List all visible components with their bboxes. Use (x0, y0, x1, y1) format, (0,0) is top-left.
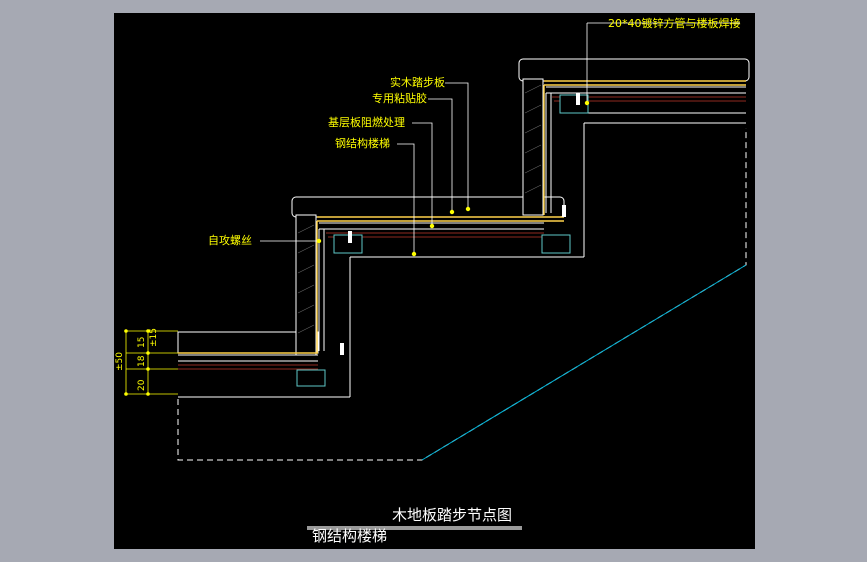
steel-stringer-lower (178, 354, 318, 362)
steel-stringer-middle (318, 222, 544, 351)
steel-stringer-upper (545, 86, 746, 213)
screw-middle (348, 231, 352, 243)
screw-middle-right (562, 205, 566, 217)
leader-solid-wood (445, 82, 469, 209)
drawing-subtitle: 钢结构楼梯 (312, 527, 388, 545)
tube-lower (296, 369, 326, 387)
dashed-boundary (177, 128, 747, 461)
middle-riser (295, 214, 317, 356)
stair-section-drawing (124, 22, 750, 461)
label-solid-wood: 实木踏步板 (390, 76, 445, 89)
screw-lower (340, 343, 344, 355)
label-steel-stair: 钢结构楼梯 (335, 137, 390, 150)
label-pipe: 20*40镀锌方管与楼板焊接 (608, 17, 741, 30)
tube-upper (559, 94, 589, 114)
cad-canvas: 20*40镀锌方管与楼板焊接 实木踏步板 专用粘贴胶 基层板阻燃处理 钢结构楼梯… (114, 13, 755, 549)
dim-20: 20 (137, 379, 147, 391)
leader-base-board (412, 122, 433, 226)
tube-middle-right (541, 234, 571, 254)
leader-adhesive (428, 98, 453, 212)
leader-pipe (586, 22, 740, 103)
dim-total: ±50 (115, 352, 125, 371)
label-screw: 自攻螺丝 (208, 234, 252, 247)
upper-wood-layer (543, 80, 746, 215)
drawing-title: 木地板踏步节点图 (392, 506, 513, 524)
leader-steel (397, 143, 415, 254)
dim-pm15: ±15 (149, 328, 159, 347)
screw-upper (576, 93, 580, 105)
dim-15: 15 (137, 336, 147, 348)
steel-frame-lines (178, 112, 746, 398)
label-base-board: 基层板阻燃处理 (328, 116, 405, 129)
upper-riser (522, 78, 544, 216)
label-adhesive: 专用粘贴胶 (372, 92, 427, 105)
middle-wood-layer (316, 216, 564, 353)
cut-line (421, 264, 747, 461)
title-underline (307, 526, 522, 530)
dim-18: 18 (137, 355, 147, 367)
upper-tread-nosing (518, 58, 750, 82)
